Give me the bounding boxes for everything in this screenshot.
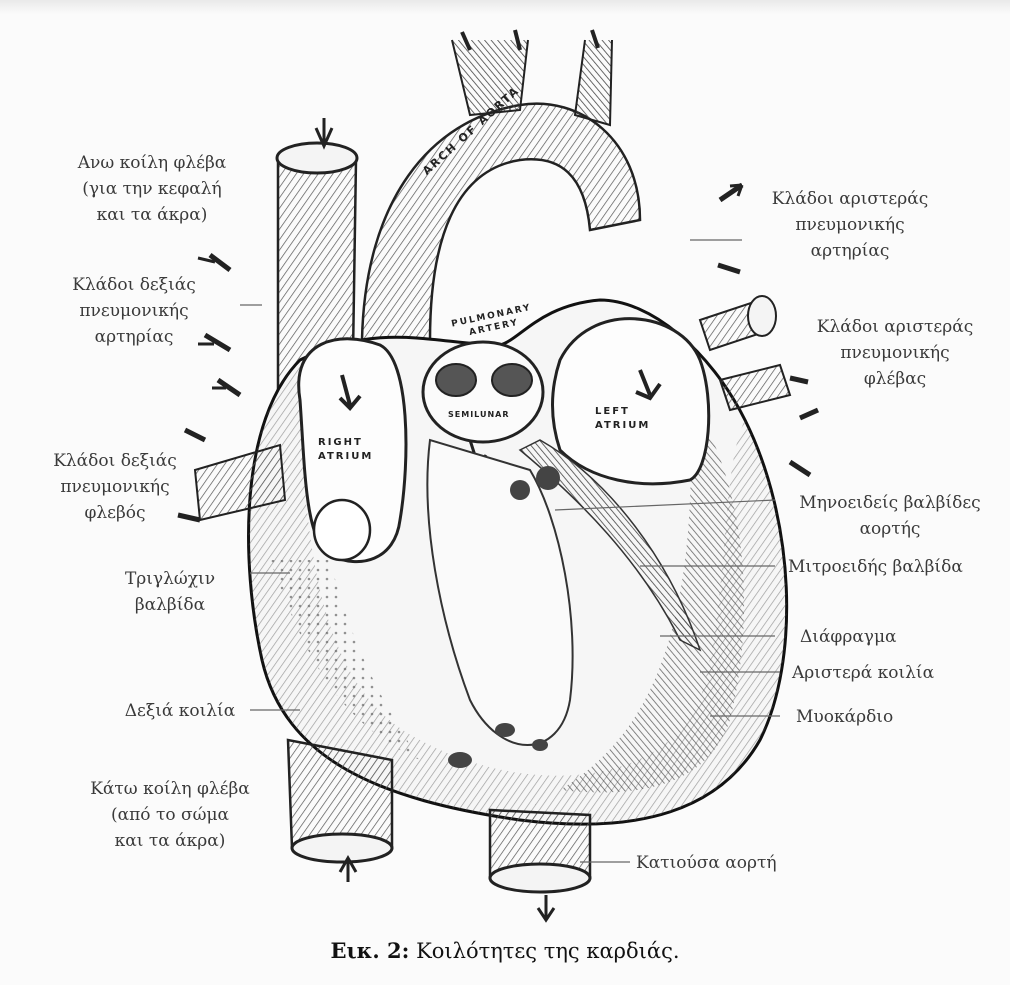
label-left-pulmonary-artery-line1: Κλάδοι αριστεράς: [755, 186, 945, 212]
figure-number: Εικ. 2:: [330, 938, 409, 963]
label-left-pulmonary-artery-line3: αρτηρίας: [755, 238, 945, 264]
label-inferior-vena-cava: Κάτω κοίλη φλέβα (από το σώμα και τα άκρ…: [70, 776, 270, 854]
label-right-pulmonary-vein: Κλάδοι δεξιάς πνευμονικής φλεβός: [30, 448, 200, 526]
inferior-vena-cava-shape: [288, 740, 392, 882]
label-left-pulmonary-vein: Κλάδοι αριστεράς πνευμονικής φλέβας: [800, 314, 990, 392]
label-superior-vena-cava-line3: και τα άκρα): [62, 202, 242, 228]
right-atrium-label-line1: RIGHT: [318, 436, 373, 450]
label-right-pulmonary-artery: Κλάδοι δεξιάς πνευμονικής αρτηρίας: [54, 272, 214, 350]
left-atrium-shape: [553, 319, 709, 484]
figure-caption-text: Κοιλότητες της καρδιάς.: [409, 939, 679, 963]
label-right-pulmonary-vein-line1: Κλάδοι δεξιάς: [30, 448, 200, 474]
aortic-arch-shape: [362, 30, 640, 340]
label-inferior-vena-cava-line1: Κάτω κοίλη φλέβα: [70, 776, 270, 802]
label-inferior-vena-cava-line3: και τα άκρα): [70, 828, 270, 854]
label-septum: Διάφραγμα: [800, 624, 897, 650]
label-left-pulmonary-artery-line2: πνευμονικής: [755, 212, 945, 238]
right-atrium-label: RIGHT ATRIUM: [318, 436, 373, 464]
right-atrium-label-line2: ATRIUM: [318, 450, 373, 464]
label-inferior-vena-cava-line2: (από το σώμα: [70, 802, 270, 828]
label-left-pulmonary-vein-line2: πνευμονικής: [800, 340, 990, 366]
semilunar-label: SEMILUNAR: [448, 410, 510, 419]
label-right-pulmonary-artery-line3: αρτηρίας: [54, 324, 214, 350]
label-left-pulmonary-vein-line3: φλέβας: [800, 366, 990, 392]
left-atrium-label: LEFT ATRIUM: [595, 405, 650, 433]
label-aortic-semilunar-valves-line2: αορτής: [790, 516, 990, 542]
left-atrium-label-line1: LEFT: [595, 405, 650, 419]
label-left-pulmonary-artery: Κλάδοι αριστεράς πνευμονικής αρτηρίας: [755, 186, 945, 264]
label-superior-vena-cava-line1: Ανω κοίλη φλέβα: [62, 150, 242, 176]
descending-aorta-shape: [490, 810, 590, 920]
label-tricuspid-valve-line1: Τριγλώχιν: [100, 566, 240, 592]
label-right-pulmonary-artery-line2: πνευμονικής: [54, 298, 214, 324]
label-right-pulmonary-vein-line2: πνευμονικής: [30, 474, 200, 500]
label-right-pulmonary-vein-line3: φλεβός: [30, 500, 200, 526]
label-aortic-semilunar-valves: Μηνοειδείς βαλβίδες αορτής: [790, 490, 990, 542]
figure-caption: Εικ. 2: Κοιλότητες της καρδιάς.: [0, 938, 1010, 963]
label-tricuspid-valve: Τριγλώχιν βαλβίδα: [100, 566, 240, 618]
label-left-ventricle: Αριστερά κοιλία: [792, 660, 934, 686]
label-mitral-valve: Μιτροειδής βαλβίδα: [788, 554, 963, 580]
label-right-pulmonary-artery-line1: Κλάδοι δεξιάς: [54, 272, 214, 298]
label-left-pulmonary-vein-line1: Κλάδοι αριστεράς: [800, 314, 990, 340]
label-superior-vena-cava: Ανω κοίλη φλέβα (για την κεφαλή και τα ά…: [62, 150, 242, 228]
label-aortic-semilunar-valves-line1: Μηνοειδείς βαλβίδες: [790, 490, 990, 516]
label-right-ventricle: Δεξιά κοιλία: [105, 698, 255, 724]
label-descending-aorta: Κατιούσα αορτή: [636, 850, 777, 876]
label-myocardium: Μυοκάρδιο: [796, 704, 893, 730]
label-superior-vena-cava-line2: (για την κεφαλή: [62, 176, 242, 202]
label-tricuspid-valve-line2: βαλβίδα: [100, 592, 240, 618]
left-atrium-label-line2: ATRIUM: [595, 419, 650, 433]
